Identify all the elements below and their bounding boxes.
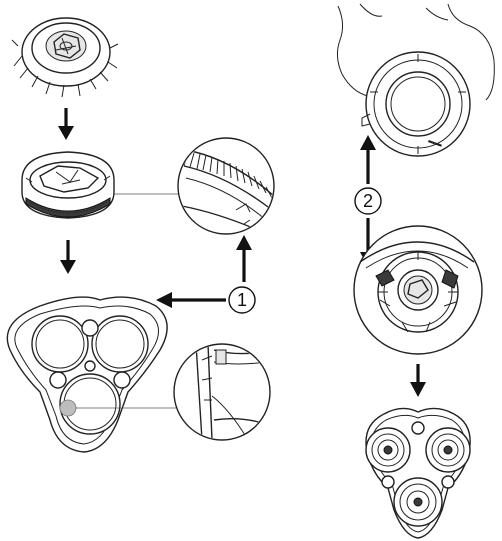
magnified-latch-detail xyxy=(174,344,270,440)
hand-holding-ring: ▬▬ xyxy=(337,4,494,156)
assembled-shaving-head xyxy=(366,408,470,538)
arrow-up-icon xyxy=(236,235,252,282)
arrow-left-icon xyxy=(156,292,226,308)
shaving-head-cap xyxy=(426,428,470,472)
magnified-cutter-in-holder xyxy=(354,226,482,354)
step-2-label: 2 xyxy=(363,191,373,211)
shaving-head-cap xyxy=(366,428,410,472)
step-1-label: 1 xyxy=(237,290,247,310)
arrow-down-icon xyxy=(410,364,426,397)
shaving-unit-frame xyxy=(7,297,167,452)
shaving-head-cap xyxy=(394,478,442,526)
cutter-unit xyxy=(12,18,118,97)
cutter-in-guard xyxy=(22,152,114,218)
magnified-teeth-detail xyxy=(178,138,274,234)
arrow-up-icon xyxy=(360,135,376,184)
arrow-down-icon xyxy=(58,108,74,140)
arrow-down-icon xyxy=(60,240,76,274)
step-2-callout: 2 xyxy=(355,188,381,214)
highlight-spot xyxy=(60,400,76,416)
step-1-callout: 1 xyxy=(229,287,255,313)
